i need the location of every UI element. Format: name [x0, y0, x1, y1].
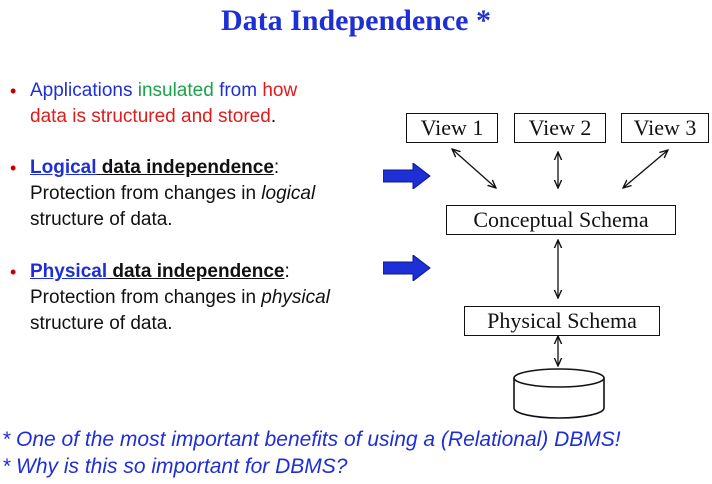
arrow-view3-conceptual [623, 150, 668, 188]
physical-colon: : [284, 261, 290, 282]
bullet-dot: • [10, 262, 17, 282]
text-applications: Applications [30, 80, 138, 101]
physical-schema-box: Physical Schema [464, 306, 660, 336]
logical-heading: data independence [96, 157, 274, 178]
text-period: . [270, 106, 277, 127]
text-structured-stored: data is structured and stored [30, 106, 271, 127]
bullet-physical: • Physical data independence: Protection… [10, 259, 370, 339]
slide-title: Data Independence * [220, 4, 491, 37]
physical-emphasis: physical [261, 287, 330, 308]
logical-arrow-icon [383, 163, 431, 189]
bullet-dot: • [10, 81, 17, 101]
physical-heading: data independence [107, 261, 285, 282]
logical-colon: : [273, 157, 280, 178]
text-from: from [213, 80, 263, 101]
logical-line3: structure of data. [30, 209, 173, 230]
view-1-box: View 1 [406, 113, 498, 143]
view-3-box: View 3 [621, 113, 709, 143]
physical-term-link[interactable]: Physical [30, 261, 108, 282]
bullet-logical-text: Logical data independence: Protection fr… [30, 155, 315, 233]
physical-arrow-icon [383, 255, 431, 281]
physical-line2: Protection from changes in [30, 287, 262, 308]
footnote-2: * Why is this so important for DBMS? [2, 455, 348, 478]
text-how: how [262, 80, 298, 101]
arrow-view1-conceptual [452, 149, 496, 188]
bullet-insulation-text: Applications insulated from how data is … [30, 78, 297, 130]
logical-emphasis: logical [261, 183, 316, 204]
text-insulated: insulated [137, 80, 214, 101]
logical-line2: Protection from changes in [30, 183, 262, 204]
bullet-insulation: • Applications insulated from how data i… [10, 78, 370, 134]
conceptual-schema-box: Conceptual Schema [446, 205, 676, 235]
bullet-physical-text: Physical data independence: Protection f… [30, 259, 330, 337]
footnote-1: * One of the most important benefits of … [2, 428, 621, 451]
physical-line3: structure of data. [30, 313, 173, 334]
logical-term-link[interactable]: Logical [30, 157, 97, 178]
bullet-logical: • Logical data independence: Protection … [10, 155, 370, 235]
view-2-box: View 2 [514, 113, 606, 143]
disk-storage-icon [513, 368, 605, 419]
bullet-dot: • [10, 158, 17, 178]
